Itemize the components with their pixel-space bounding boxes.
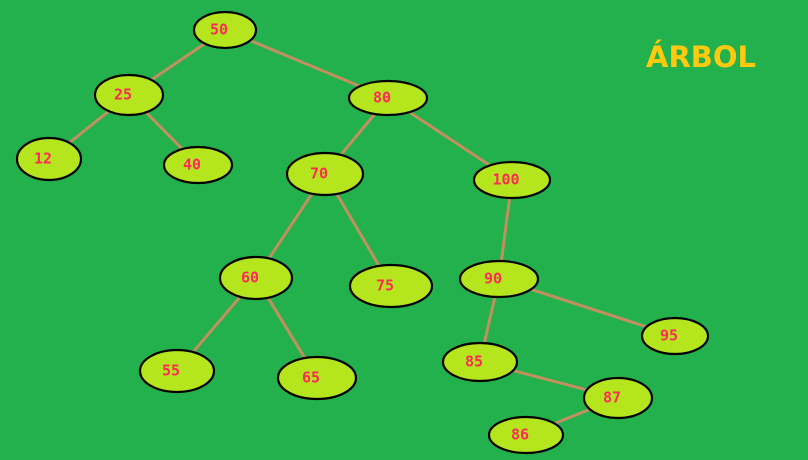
node-ellipse bbox=[487, 415, 565, 455]
node-ellipse bbox=[441, 341, 519, 383]
edge-60-55 bbox=[191, 295, 242, 354]
tree-node-25: 25 bbox=[93, 73, 165, 117]
node-label: 12 bbox=[34, 150, 52, 168]
node-ellipse bbox=[138, 348, 216, 394]
node-label: 80 bbox=[373, 89, 391, 107]
node-label: 87 bbox=[603, 389, 621, 407]
edge-85-87 bbox=[512, 369, 588, 392]
tree-node-95: 95 bbox=[640, 316, 710, 356]
node-ellipse bbox=[582, 376, 654, 420]
tree-node-65: 65 bbox=[276, 355, 358, 401]
tree-node-60: 60 bbox=[218, 255, 294, 301]
edge-90-85 bbox=[482, 296, 497, 344]
node-label: 50 bbox=[210, 21, 228, 39]
edge-100-90 bbox=[499, 197, 512, 262]
node-ellipse bbox=[285, 151, 365, 197]
edge-87-86 bbox=[553, 407, 591, 425]
edge-50-25 bbox=[150, 42, 206, 82]
diagram-title: ÁRBOL bbox=[646, 40, 757, 74]
edge-90-95 bbox=[530, 287, 648, 329]
node-label: 70 bbox=[310, 165, 328, 183]
node-label: 75 bbox=[376, 277, 394, 295]
node-ellipse bbox=[15, 136, 83, 182]
node-ellipse bbox=[93, 73, 165, 117]
edge-25-12 bbox=[68, 109, 110, 144]
node-label: 100 bbox=[492, 171, 519, 189]
edge-60-65 bbox=[266, 297, 307, 359]
node-label: 25 bbox=[114, 86, 132, 104]
tree-node-70: 70 bbox=[285, 151, 365, 197]
node-ellipse bbox=[276, 355, 358, 401]
node-label: 86 bbox=[511, 426, 529, 444]
node-label: 65 bbox=[302, 369, 320, 387]
edge-70-75 bbox=[335, 193, 381, 267]
tree-node-50: 50 bbox=[192, 10, 258, 50]
node-ellipse bbox=[472, 160, 552, 200]
tree-node-75: 75 bbox=[348, 263, 434, 309]
node-ellipse bbox=[640, 316, 710, 356]
node-ellipse bbox=[192, 10, 258, 50]
tree-edges bbox=[68, 39, 648, 425]
tree-node-85: 85 bbox=[441, 341, 519, 383]
node-label: 40 bbox=[183, 156, 201, 174]
edge-50-80 bbox=[249, 39, 361, 88]
node-ellipse bbox=[458, 259, 540, 299]
tree-node-12: 12 bbox=[15, 136, 83, 182]
edge-70-60 bbox=[267, 192, 314, 260]
node-label: 95 bbox=[660, 327, 678, 345]
tree-node-86: 86 bbox=[487, 415, 565, 455]
tree-node-55: 55 bbox=[138, 348, 216, 394]
node-label: 90 bbox=[484, 270, 502, 288]
tree-nodes: 50 25 80 12 40 70 100 60 75 90 55 65 85 95 87 86 bbox=[15, 10, 710, 455]
node-ellipse bbox=[162, 145, 234, 185]
node-ellipse bbox=[348, 263, 434, 309]
node-ellipse bbox=[218, 255, 294, 301]
node-ellipse bbox=[347, 79, 429, 117]
node-label: 85 bbox=[465, 353, 483, 371]
tree-node-100: 100 bbox=[472, 160, 552, 200]
tree-node-90: 90 bbox=[458, 259, 540, 299]
tree-node-80: 80 bbox=[347, 79, 429, 117]
edge-25-40 bbox=[144, 111, 184, 151]
edge-80-70 bbox=[339, 113, 376, 156]
tree-node-40: 40 bbox=[162, 145, 234, 185]
tree-node-87: 87 bbox=[582, 376, 654, 420]
node-label: 55 bbox=[162, 362, 180, 380]
node-label: 60 bbox=[241, 269, 259, 287]
edge-80-100 bbox=[408, 110, 491, 167]
